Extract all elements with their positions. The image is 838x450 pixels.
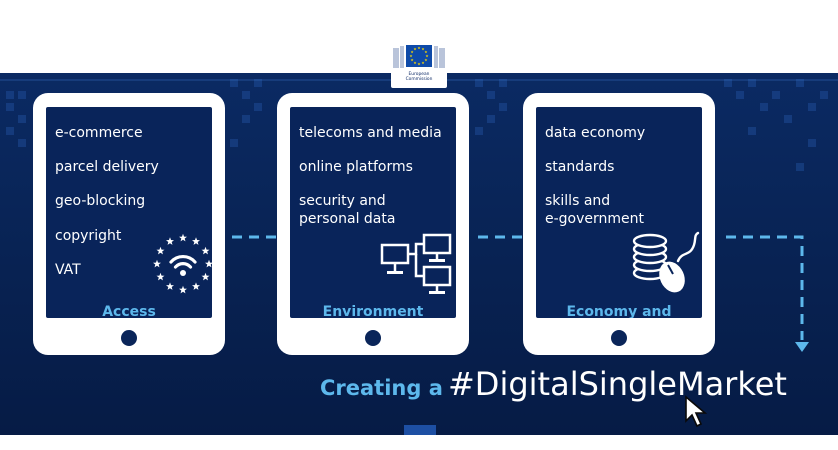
- tablet-screen: data economy standards skills and e-gove…: [536, 107, 702, 318]
- tablet-title: Access: [102, 304, 156, 318]
- coins-mouse-icon: [632, 231, 700, 293]
- home-button: [121, 330, 137, 346]
- star-icon: [179, 285, 187, 294]
- star-icon: [421, 47, 425, 51]
- star-icon: [205, 259, 212, 268]
- tablet-title: Economy and Society: [566, 304, 672, 318]
- star-icon: [153, 259, 161, 268]
- list-item: security and: [299, 193, 386, 209]
- arrow-down-icon: [795, 342, 809, 352]
- home-button: [365, 330, 381, 346]
- mouse-cursor-icon: [685, 395, 708, 428]
- star-icon: [413, 47, 417, 51]
- tagline-hashtag: #DigitalSingleMarket: [447, 365, 787, 403]
- star-icon: [201, 246, 210, 255]
- star-icon: [166, 282, 174, 290]
- star-icon: [409, 54, 413, 58]
- logo-text-line2: Commission: [405, 77, 433, 82]
- star-icon: [166, 237, 174, 245]
- tablet-screen: e-commerce parcel delivery geo-blocking …: [46, 107, 212, 318]
- tablet-environment: telecoms and media online platforms secu…: [277, 93, 469, 355]
- star-icon: [192, 237, 200, 245]
- list-item: parcel delivery: [55, 159, 159, 175]
- star-icon: [156, 246, 165, 255]
- list-item: VAT: [55, 262, 81, 278]
- list-item: standards: [545, 159, 615, 175]
- star-icon: [410, 58, 414, 62]
- list-item: skills and: [545, 193, 611, 209]
- star-icon: [192, 282, 200, 290]
- eu-wifi-icon: [153, 233, 212, 294]
- star-icon: [424, 58, 428, 62]
- list-item: online platforms: [299, 159, 413, 175]
- star-icon: [179, 233, 187, 242]
- list-item: geo-blocking: [55, 193, 146, 209]
- star-icon: [156, 272, 165, 281]
- tagline-prefix: Creating a: [320, 376, 443, 400]
- list-item: e-commerce: [55, 125, 143, 141]
- logo-text: European Commission: [391, 72, 447, 82]
- home-button: [611, 330, 627, 346]
- tablet-title: Environment: [322, 304, 424, 318]
- tablet-access: e-commerce parcel delivery geo-blocking …: [33, 93, 225, 355]
- tablet-screen: telecoms and media online platforms secu…: [290, 107, 456, 318]
- european-commission-logo: European Commission: [391, 42, 447, 88]
- star-icon: [201, 272, 210, 281]
- star-icon: [417, 62, 421, 66]
- list-item: telecoms and media: [299, 125, 442, 141]
- list-item: e-government: [545, 211, 645, 227]
- network-computers-icon: [380, 233, 452, 294]
- tablet-economy-society: data economy standards skills and e-gove…: [523, 93, 715, 355]
- bottom-accent-tab: [404, 425, 436, 435]
- list-item: personal data: [299, 211, 396, 227]
- logo-text-line1: European: [408, 72, 430, 77]
- star-icon: [410, 50, 414, 54]
- list-item: copyright: [55, 228, 122, 244]
- star-icon: [425, 54, 429, 58]
- star-icon: [417, 46, 421, 50]
- star-icon: [413, 61, 417, 65]
- tagline: Creating a #DigitalSingleMarket: [320, 365, 787, 403]
- commission-building-icon: [393, 45, 445, 68]
- star-icon: [421, 61, 425, 65]
- star-icon: [424, 50, 428, 54]
- list-item: data economy: [545, 125, 646, 141]
